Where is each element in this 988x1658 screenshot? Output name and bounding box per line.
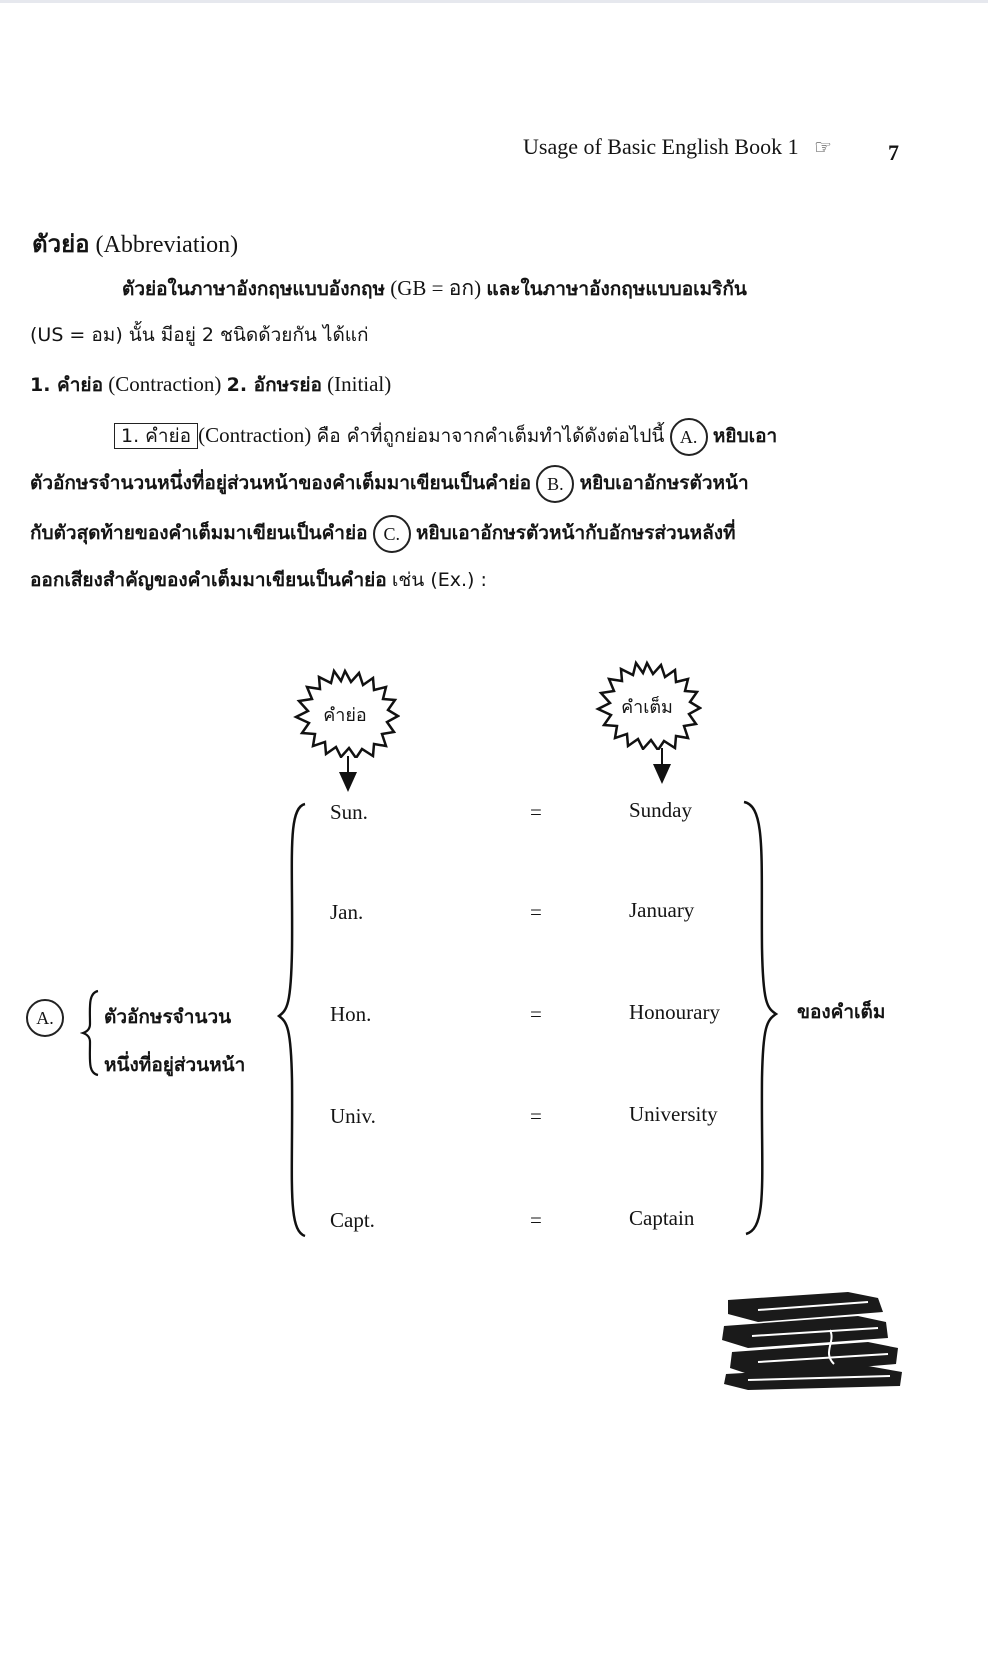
pointing-hand-icon: ☞ <box>814 135 833 159</box>
full-cell: January <box>629 898 695 922</box>
equals-sign: = <box>530 1208 542 1232</box>
definition-text-7: ออกเสียงสำคัญของคำเต็มมาเขียนเป็นคำย่อ <box>30 569 387 591</box>
abbr-cell: Capt. <box>330 1208 375 1232</box>
intro-line-1: ตัวย่อในภาษาอังกฤษแบบอังกฤษ (GB = อก) แล… <box>122 272 747 305</box>
arrow-abbr-shaft <box>347 756 349 776</box>
arrow-down-icon <box>653 764 671 784</box>
intro-line-2: (US = อม) นั้น มีอยู่ 2 ชนิดด้วยกัน ได้แ… <box>30 320 369 350</box>
full-cell: University <box>629 1102 718 1126</box>
type-2-thai: 2. อักษรย่อ <box>226 374 322 396</box>
definition-text-3: ตัวอักษรจำนวนหนึ่งที่อยู่ส่วนหน้าของคำเต… <box>30 471 532 494</box>
intro-gb-code: (GB = อก) <box>390 276 482 300</box>
column-header-full: คำเต็ม <box>621 697 673 718</box>
definition-text-1: คือ คำที่ถูกย่อมาจากคำเต็มทำได้ดังต่อไปน… <box>316 424 665 447</box>
circle-marker-b: B. <box>536 465 575 503</box>
right-brace-icon <box>743 800 779 1236</box>
equals-sign: = <box>530 800 542 824</box>
arrow-full-shaft <box>661 748 663 768</box>
definition-line-1: 1. คำย่อ(Contraction) คือ คำที่ถูกย่อมาจ… <box>114 418 777 456</box>
left-note-marker: A. <box>26 999 64 1037</box>
left-note-line-2: หนึ่งที่อยู่ส่วนหน้า <box>104 1054 246 1076</box>
full-cell: Honourary <box>629 1000 720 1024</box>
section-title-thai: ตัวย่อ <box>32 230 90 258</box>
types-list: 1. คำย่อ (Contraction) 2. อักษรย่อ (Init… <box>30 370 391 400</box>
running-title: Usage of Basic English Book 1 <box>523 134 799 159</box>
circle-marker-a: A. <box>26 999 64 1037</box>
circle-marker-c: C. <box>372 515 411 553</box>
circle-marker-a: A. <box>669 418 708 456</box>
arrow-down-icon <box>339 772 357 792</box>
equals-sign: = <box>530 1104 542 1128</box>
abbr-cell: Jan. <box>330 900 364 924</box>
equals-sign: = <box>530 1002 542 1026</box>
intro-us-line: (US = อม) นั้น มีอยู่ 2 ชนิดด้วยกัน ได้แ… <box>30 324 369 346</box>
definition-line-3: กับตัวสุดท้ายของคำเต็มมาเขียนเป็นคำย่อ C… <box>30 515 736 553</box>
definition-text-5: กับตัวสุดท้ายของคำเต็มมาเขียนเป็นคำย่อ <box>30 521 368 544</box>
column-header-abbr: คำย่อ <box>323 705 367 726</box>
type-2-english: (Initial) <box>327 372 392 396</box>
left-brace-icon <box>276 802 306 1238</box>
intro-thai-2: และในภาษาอังกฤษแบบอเมริกัน <box>486 278 747 300</box>
full-cell: Sunday <box>629 798 692 822</box>
type-1-thai: 1. คำย่อ <box>30 374 103 396</box>
stack-of-books-icon <box>722 1292 902 1390</box>
left-note-line-1: ตัวอักษรจำนวน <box>104 1006 232 1028</box>
definition-line-2: ตัวอักษรจำนวนหนึ่งที่อยู่ส่วนหน้าของคำเต… <box>30 465 749 503</box>
running-header: Usage of Basic English Book 1 ☞ <box>523 134 832 160</box>
starburst-full-icon <box>595 660 702 750</box>
abbr-cell: Sun. <box>330 800 368 824</box>
contraction-english: (Contraction) <box>198 422 312 447</box>
definition-text-6: หยิบเอาอักษรตัวหน้ากับอักษรส่วนหลังที่ <box>416 521 736 544</box>
right-note: ของคำเต็ม <box>797 1001 886 1023</box>
definition-line-4: ออกเสียงสำคัญของคำเต็มมาเขียนเป็นคำย่อ เ… <box>30 565 487 595</box>
abbr-cell: Univ. <box>330 1104 376 1128</box>
boxed-label: 1. คำย่อ <box>114 422 199 449</box>
small-brace-icon <box>80 989 99 1077</box>
intro-thai-1: ตัวย่อในภาษาอังกฤษแบบอังกฤษ <box>122 278 386 300</box>
type-1-english: (Contraction) <box>108 372 222 396</box>
abbr-cell: Hon. <box>330 1002 372 1026</box>
full-cell: Captain <box>629 1206 695 1230</box>
starburst-abbr-icon <box>293 668 400 758</box>
example-label: เช่น (Ex.) : <box>391 569 487 591</box>
page-top-edge <box>0 0 988 3</box>
equals-sign: = <box>530 900 542 924</box>
definition-text-2: หยิบเอา <box>712 424 778 447</box>
definition-text-4: หยิบเอาอักษรตัวหน้า <box>579 471 749 494</box>
section-title: ตัวย่อ (Abbreviation) <box>32 224 238 263</box>
section-title-english: (Abbreviation) <box>95 232 239 258</box>
page-number: 7 <box>888 140 899 165</box>
